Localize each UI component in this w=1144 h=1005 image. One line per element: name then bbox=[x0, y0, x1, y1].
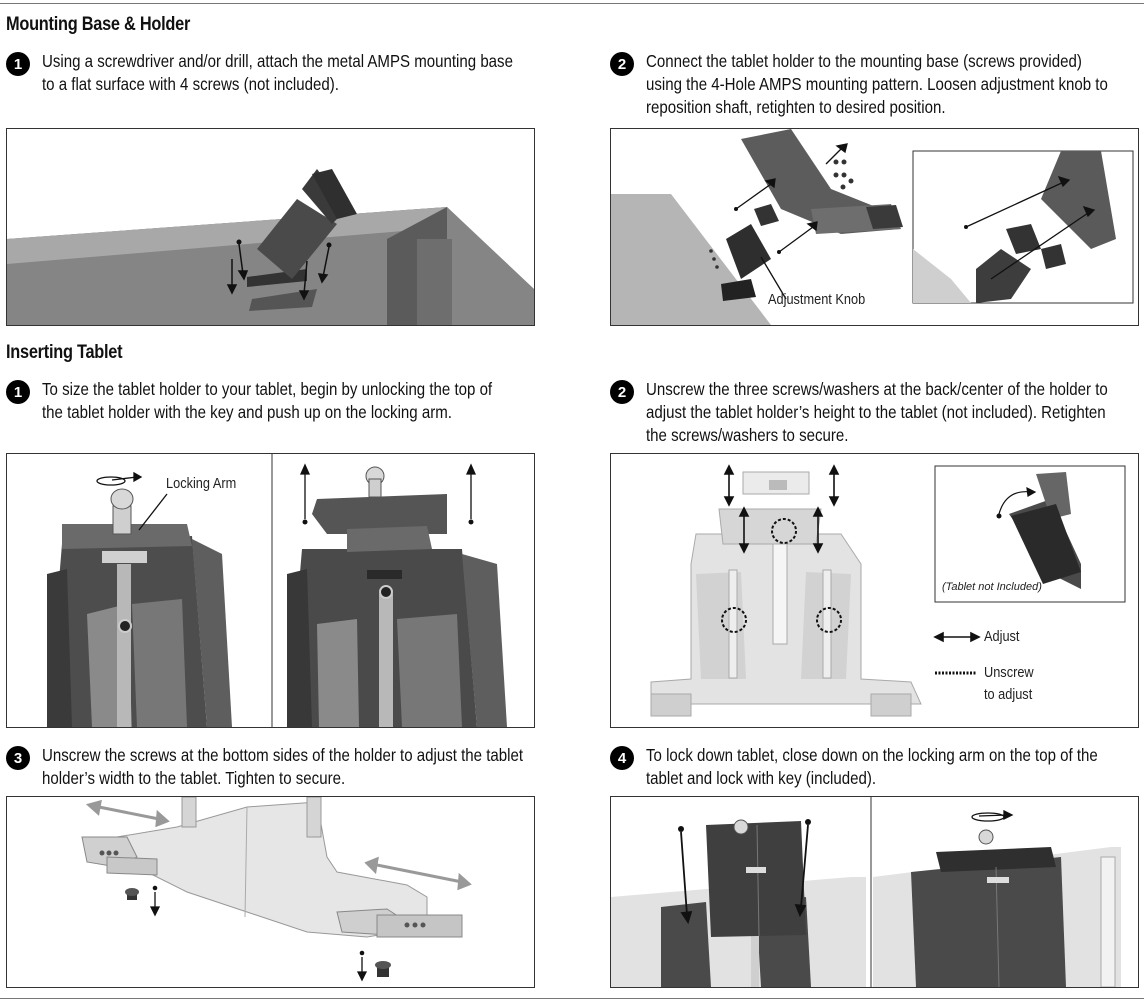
bottom-rule bbox=[0, 998, 1144, 999]
mounting-step-1: 1 Using a screwdriver and/or drill, atta… bbox=[6, 50, 546, 100]
figure-width-adjust bbox=[6, 796, 535, 988]
legend-unscrew-label: Unscrew bbox=[984, 665, 1034, 681]
section-title-inserting: Inserting Tablet bbox=[6, 342, 123, 363]
figure-height-adjust: (Tablet not Included) Adjust Unscrew to … bbox=[610, 453, 1139, 728]
legend-unscrew-label-2: to adjust bbox=[984, 687, 1033, 703]
step-text: Using a screwdriver and/or drill, attach… bbox=[42, 51, 513, 94]
step-number: 1 bbox=[6, 52, 30, 76]
top-rule bbox=[0, 3, 1144, 4]
legend-adjust-label: Adjust bbox=[984, 629, 1020, 645]
figure-mounting-base bbox=[6, 128, 535, 326]
step-number: 2 bbox=[610, 380, 634, 404]
figure-lock-down bbox=[610, 796, 1139, 988]
callout-tablet-not-included: (Tablet not Included) bbox=[942, 581, 1042, 593]
inserting-step-2: 2 Unscrew the three screws/washers at th… bbox=[610, 378, 1144, 450]
figure-unlock-arm: Locking Arm bbox=[6, 453, 535, 728]
inserting-step-4: 4 To lock down tablet, close down on the… bbox=[610, 744, 1144, 794]
step-text: Unscrew the three screws/washers at the … bbox=[646, 379, 1108, 445]
step-number: 3 bbox=[6, 746, 30, 770]
mounting-step-2: 2 Connect the tablet holder to the mount… bbox=[610, 50, 1144, 122]
callout-locking-arm: Locking Arm bbox=[166, 476, 237, 492]
inserting-step-3: 3 Unscrew the screws at the bottom sides… bbox=[6, 744, 546, 794]
figure-connect-holder: Adjustment Knob bbox=[610, 128, 1139, 326]
inserting-step-1: 1 To size the tablet holder to your tabl… bbox=[6, 378, 546, 428]
step-text: Unscrew the screws at the bottom sides o… bbox=[42, 745, 524, 788]
step-text: To size the tablet holder to your tablet… bbox=[42, 379, 493, 422]
step-text: To lock down tablet, close down on the l… bbox=[646, 745, 1098, 788]
step-number: 4 bbox=[610, 746, 634, 770]
step-number: 1 bbox=[6, 380, 30, 404]
section-title-mounting: Mounting Base & Holder bbox=[6, 14, 191, 35]
step-text: Connect the tablet holder to the mountin… bbox=[646, 51, 1108, 117]
step-number: 2 bbox=[610, 52, 634, 76]
callout-adjustment-knob: Adjustment Knob bbox=[768, 292, 866, 308]
